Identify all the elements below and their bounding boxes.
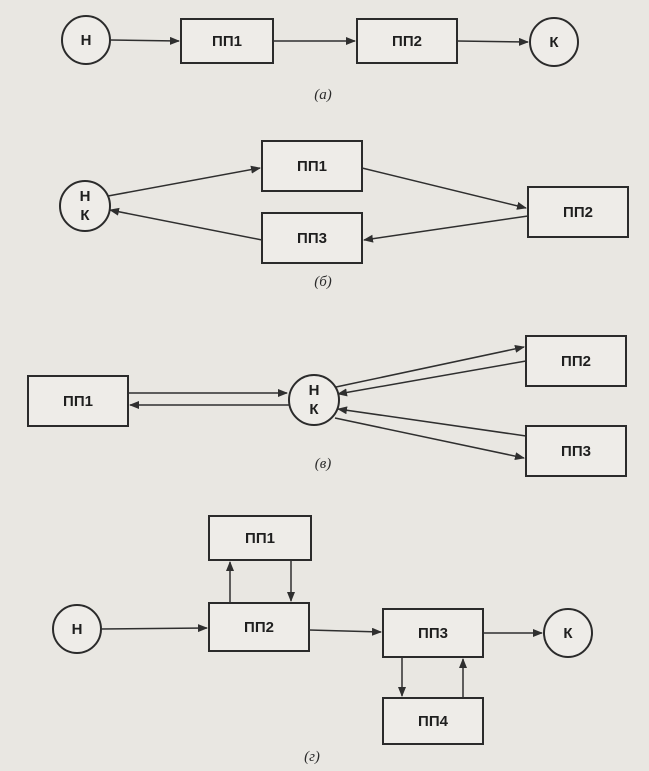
caption-a: (а)	[314, 87, 332, 103]
arrow-v-pp3-hub	[337, 406, 527, 437]
box-v-pp2: ПП2	[525, 335, 627, 387]
arrow-a-n-pp1	[109, 36, 180, 45]
hub-bottom-label-v: К	[309, 401, 319, 418]
box-a-pp1-label: ПП1	[212, 33, 242, 50]
box-v-pp2-label: ПП2	[561, 353, 591, 370]
diagram-g: Н ПП1 ПП2 ПП3 ПП4 К	[52, 515, 593, 765]
caption-b: (б)	[314, 274, 332, 290]
box-b-pp2: ПП2	[527, 186, 629, 238]
start-node-a: Н	[61, 15, 111, 65]
box-g-pp2: ПП2	[208, 602, 310, 652]
start-label-a: Н	[81, 32, 92, 49]
hub-node-b: Н К	[59, 180, 111, 232]
hub-top-label-v: Н	[309, 382, 320, 399]
edges-b	[107, 165, 529, 243]
end-node-g: К	[543, 608, 593, 658]
box-v-pp3: ПП3	[525, 425, 627, 477]
arrow-a-pp2-k	[456, 37, 529, 46]
edges-a	[109, 36, 529, 46]
box-g-pp4: ПП4	[382, 697, 484, 745]
caption-v: (в)	[315, 456, 332, 472]
arrow-b-hub-pp1	[107, 165, 261, 197]
end-label-g: К	[563, 625, 573, 642]
box-a-pp1: ПП1	[180, 18, 274, 64]
box-g-pp2-label: ПП2	[244, 619, 274, 636]
edges-v	[128, 344, 527, 461]
end-node-a: К	[529, 17, 579, 67]
diagram-v: ПП1 Н К ПП2 ПП3 (в)	[27, 335, 627, 477]
box-b-pp3-label: ПП3	[297, 230, 327, 247]
end-label-a: К	[549, 34, 559, 51]
box-g-pp1: ПП1	[208, 515, 312, 561]
diagram-b: Н К ПП1 ПП2 ПП3 (б)	[59, 140, 629, 290]
box-v-pp1: ПП1	[27, 375, 129, 427]
box-g-pp4-label: ПП4	[418, 713, 449, 730]
start-label-g: Н	[72, 621, 83, 638]
start-node-g: Н	[52, 604, 102, 654]
box-g-pp3-label: ПП3	[418, 625, 448, 642]
box-a-pp2-label: ПП2	[392, 33, 422, 50]
box-v-pp1-label: ПП1	[63, 393, 93, 410]
box-g-pp3: ПП3	[382, 608, 484, 658]
diagram-a: Н ПП1 ПП2 К (а)	[61, 15, 579, 103]
arrow-v-hub-pp3	[334, 417, 525, 461]
arrow-b-pp2-pp3	[363, 215, 529, 243]
arrow-b-pp3-hub	[109, 207, 263, 241]
box-v-pp3-label: ПП3	[561, 443, 591, 460]
box-b-pp3: ПП3	[261, 212, 363, 264]
arrow-b-pp1-pp2	[361, 167, 527, 210]
arrow-g-n-pp2	[100, 624, 208, 633]
arrow-v-pp2-hub	[337, 360, 527, 397]
hub-top-label-b: Н	[80, 188, 91, 205]
box-a-pp2: ПП2	[356, 18, 458, 64]
box-b-pp1-label: ПП1	[297, 158, 327, 175]
caption-g: (г)	[304, 749, 320, 765]
arrow-g-pp2-pp3	[308, 627, 382, 636]
hub-bottom-label-b: К	[80, 207, 90, 224]
edges-g	[100, 560, 543, 698]
hub-node-v: Н К	[288, 374, 340, 426]
box-b-pp2-label: ПП2	[563, 204, 593, 221]
box-g-pp1-label: ПП1	[245, 530, 275, 547]
arrow-v-hub-pp2	[335, 344, 525, 388]
box-b-pp1: ПП1	[261, 140, 363, 192]
